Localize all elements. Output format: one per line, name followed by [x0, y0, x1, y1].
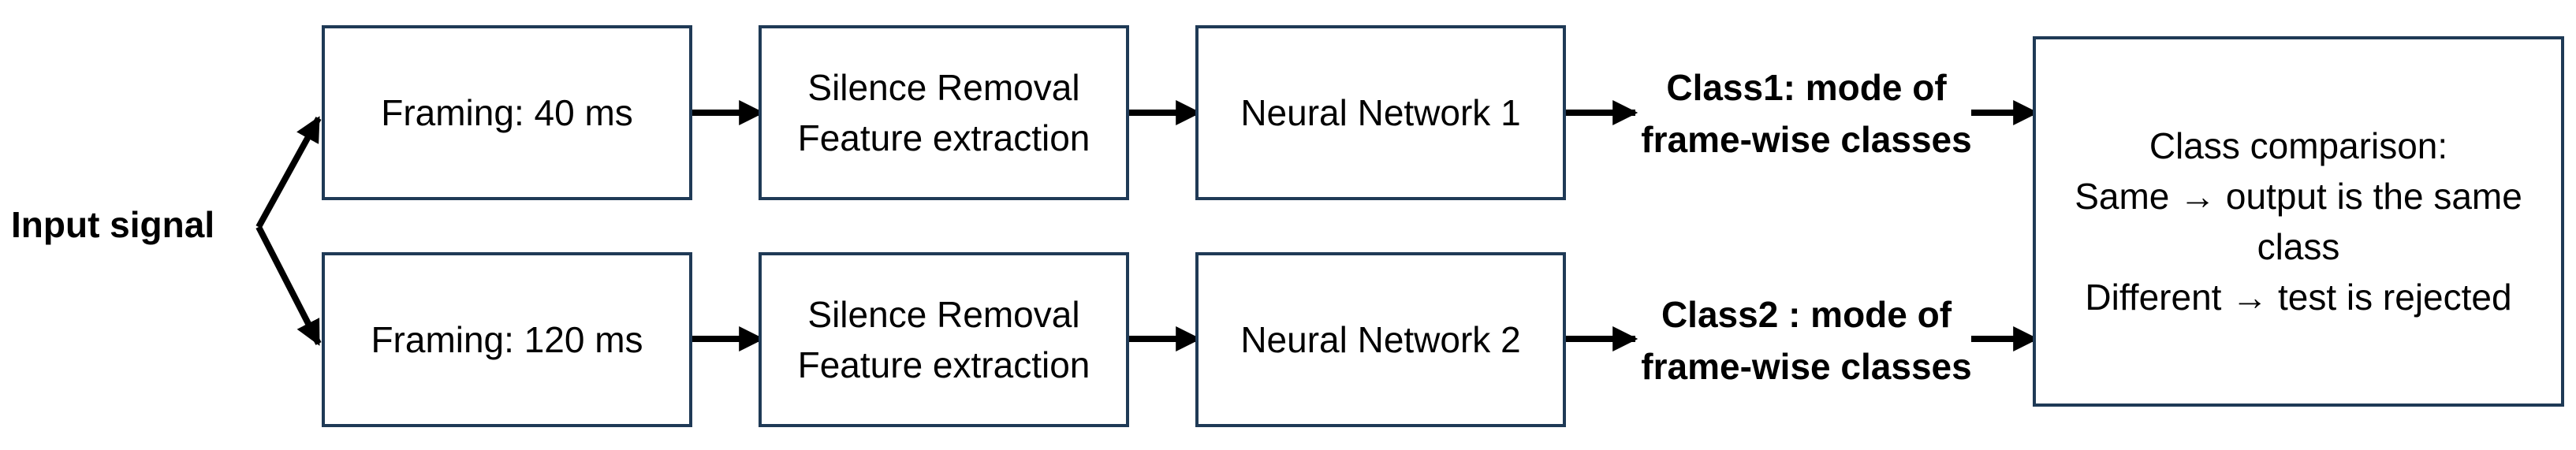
- framing-120-label: Framing: 120 ms: [371, 319, 643, 360]
- class1-output: Class1: mode of frame-wise classes: [1618, 61, 1995, 165]
- comparison-same-rule: Same → output is the same: [2075, 176, 2522, 217]
- neural-network-2-box: Neural Network 2: [1195, 252, 1566, 427]
- input-signal-label: Input signal: [11, 204, 215, 245]
- framing-40-label: Framing: 40 ms: [381, 92, 633, 133]
- feature-extraction-box-1: Silence Removal Feature extraction: [759, 25, 1129, 200]
- class1-label-line2: frame-wise classes: [1641, 119, 1972, 160]
- comparison-different-rule: Different → test is rejected: [2085, 277, 2512, 318]
- neural-network-1-box: Neural Network 1: [1195, 25, 1566, 200]
- framing-40-box: Framing: 40 ms: [322, 25, 692, 200]
- framing-120-box: Framing: 120 ms: [322, 252, 692, 427]
- feature-extraction-label-2: Feature extraction: [797, 344, 1090, 385]
- class-comparison-box: Class comparison: Same → output is the s…: [2033, 36, 2564, 407]
- feature-extraction-label-1: Feature extraction: [797, 117, 1090, 158]
- class1-label-line1: Class1: mode of: [1666, 67, 1947, 108]
- class2-label-line1: Class2 : mode of: [1661, 294, 1952, 335]
- arrow-input-to-framing-40: [255, 116, 322, 229]
- neural-network-2-label: Neural Network 2: [1240, 319, 1521, 360]
- comparison-same-rule-cont: class: [2257, 226, 2340, 267]
- class2-output: Class2 : mode of frame-wise classes: [1613, 288, 2000, 392]
- silence-removal-label-2: Silence Removal: [807, 294, 1080, 335]
- class2-label-line2: frame-wise classes: [1641, 346, 1972, 387]
- neural-network-1-label: Neural Network 1: [1240, 92, 1521, 133]
- arrow-input-to-framing-120: [255, 225, 322, 346]
- comparison-title: Class comparison:: [2149, 125, 2448, 166]
- feature-extraction-box-2: Silence Removal Feature extraction: [759, 252, 1129, 427]
- silence-removal-label-1: Silence Removal: [807, 67, 1080, 108]
